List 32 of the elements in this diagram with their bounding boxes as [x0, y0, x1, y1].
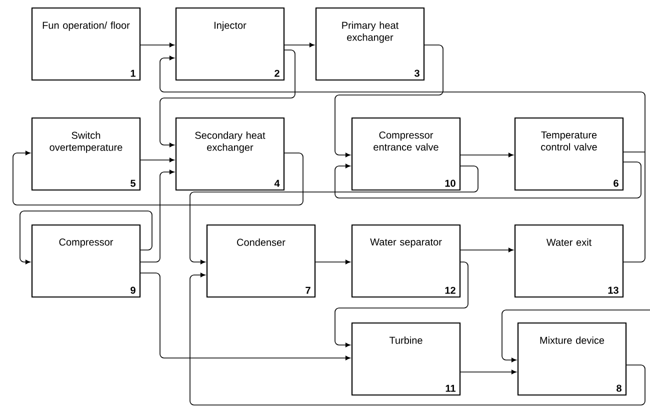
process-box: Injector 2: [175, 7, 285, 81]
arrow: [190, 166, 478, 264]
process-box: Switch overtemperature 5: [31, 117, 141, 191]
process-box: Water separator 12: [351, 224, 461, 298]
arrow: [334, 44, 444, 158]
process-box: Secondary heat exchanger 4: [175, 117, 285, 191]
process-box: Compressor entrance valve 10: [351, 117, 461, 191]
arrow: [160, 56, 646, 262]
process-box: Mixture device 8: [517, 322, 627, 396]
arrow: [460, 370, 516, 374]
process-box: Temperature control valve 6: [514, 117, 624, 191]
arrow: [140, 170, 174, 262]
arrow: [12, 150, 304, 206]
process-box: Turbine 11: [351, 322, 461, 396]
arrow: [502, 310, 650, 362]
arrow: [20, 210, 152, 264]
arrow: [315, 260, 350, 264]
arrow: [190, 272, 646, 406]
process-box: Condenser 7: [206, 224, 316, 298]
arrow: [140, 42, 174, 48]
process-box: Primary heat exchanger 3: [315, 7, 425, 81]
process-box: Fun operation/ floor 1: [31, 7, 141, 81]
arrow: [284, 42, 314, 48]
arrow: [460, 248, 514, 252]
arrow: [460, 152, 514, 158]
arrow: [160, 50, 296, 148]
arrow: [140, 272, 350, 360]
arrow: [334, 162, 642, 198]
process-box: Water exit 13: [514, 224, 624, 298]
process-box: Compressor 9: [31, 224, 141, 298]
arrow: [334, 262, 468, 348]
arrow: [140, 158, 174, 162]
